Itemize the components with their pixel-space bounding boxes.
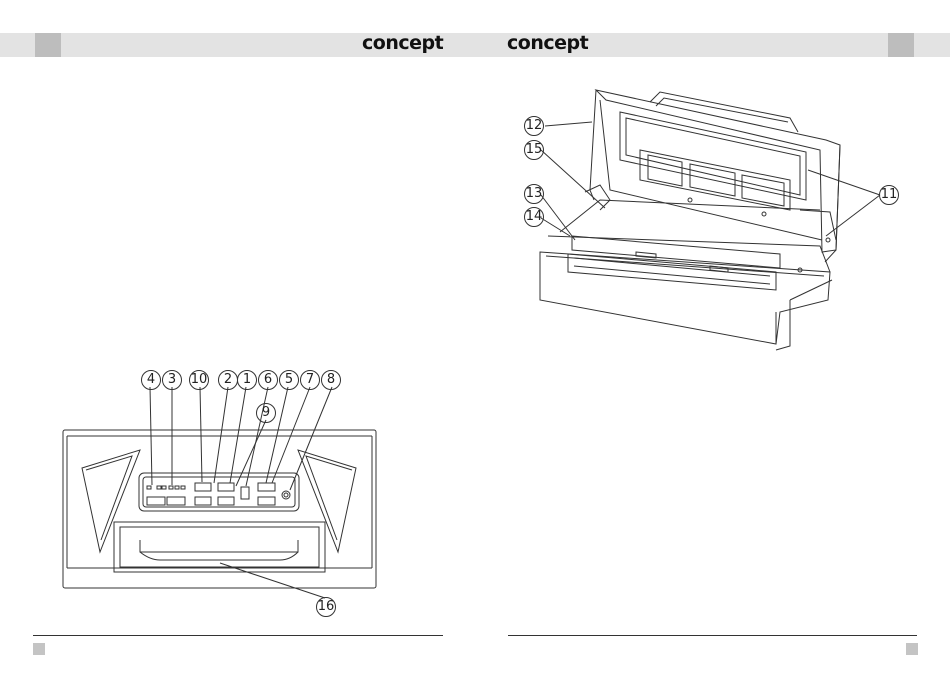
callout-7: 7 bbox=[300, 370, 320, 390]
callout-10: 10 bbox=[189, 370, 209, 390]
footer-rule-left bbox=[33, 635, 443, 636]
callout-5: 5 bbox=[279, 370, 299, 390]
footer-rule-right bbox=[508, 635, 917, 636]
callout-9: 9 bbox=[256, 403, 276, 423]
callout-11: 11 bbox=[879, 185, 899, 205]
callout-3: 3 bbox=[162, 370, 182, 390]
callout-2: 2 bbox=[218, 370, 238, 390]
open-device-figure bbox=[475, 0, 950, 674]
callout-16: 16 bbox=[316, 597, 336, 617]
callout-15: 15 bbox=[524, 140, 544, 160]
callout-13: 13 bbox=[524, 184, 544, 204]
callout-14: 14 bbox=[524, 207, 544, 227]
callout-8: 8 bbox=[321, 370, 341, 390]
callout-4: 4 bbox=[141, 370, 161, 390]
callout-1: 1 bbox=[237, 370, 257, 390]
footer-square-left bbox=[33, 643, 45, 655]
footer-square-right bbox=[906, 643, 918, 655]
callout-12: 12 bbox=[524, 116, 544, 136]
callout-6: 6 bbox=[258, 370, 278, 390]
front-panel-figure bbox=[0, 0, 475, 674]
